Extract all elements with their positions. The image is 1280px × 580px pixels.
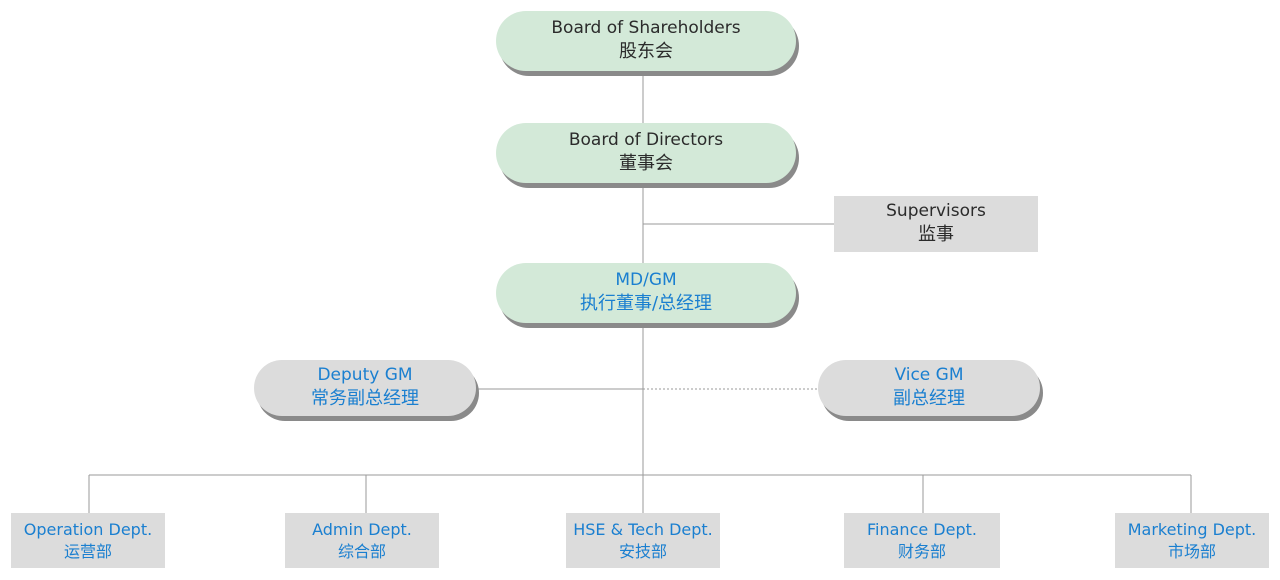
node-title: MD/GM: [615, 270, 677, 291]
node-dept-marketing: Marketing Dept. 市场部: [1115, 513, 1269, 568]
node-dept-finance: Finance Dept. 财务部: [844, 513, 1000, 568]
node-deputy-gm: Deputy GM 常务副总经理: [254, 360, 476, 416]
dept-subtitle: 安技部: [618, 541, 667, 561]
node-vice-gm: Vice GM 副总经理: [818, 360, 1040, 416]
dept-title: Admin Dept.: [312, 519, 412, 539]
node-board-of-directors: Board of Directors 董事会: [496, 123, 796, 183]
node-subtitle: 股东会: [619, 41, 673, 63]
node-supervisors: Supervisors 监事: [834, 196, 1038, 252]
node-subtitle: 常务副总经理: [311, 388, 419, 410]
node-md-gm: MD/GM 执行董事/总经理: [496, 263, 796, 323]
dept-subtitle: 市场部: [1167, 541, 1216, 561]
node-board-of-shareholders: Board of Shareholders 股东会: [496, 11, 796, 71]
dept-subtitle: 运营部: [63, 541, 112, 561]
node-dept-admin: Admin Dept. 综合部: [285, 513, 439, 568]
node-dept-operation: Operation Dept. 运营部: [11, 513, 165, 568]
dept-subtitle: 综合部: [337, 541, 386, 561]
node-subtitle: 监事: [918, 224, 954, 246]
node-title: Vice GM: [894, 365, 964, 386]
node-title: Board of Directors: [568, 130, 724, 151]
node-dept-hse-tech: HSE & Tech Dept. 安技部: [566, 513, 720, 568]
node-subtitle: 执行董事/总经理: [579, 293, 713, 315]
dept-title: Finance Dept.: [867, 519, 977, 539]
dept-title: Marketing Dept.: [1127, 519, 1257, 539]
dept-title: Operation Dept.: [23, 519, 153, 539]
node-title: Supervisors: [886, 201, 986, 222]
node-subtitle: 副总经理: [893, 388, 965, 410]
dept-title: HSE & Tech Dept.: [573, 519, 713, 539]
dept-subtitle: 财务部: [897, 541, 946, 561]
node-title: Deputy GM: [317, 365, 413, 386]
node-title: Board of Shareholders: [551, 18, 741, 39]
node-subtitle: 董事会: [619, 153, 673, 175]
